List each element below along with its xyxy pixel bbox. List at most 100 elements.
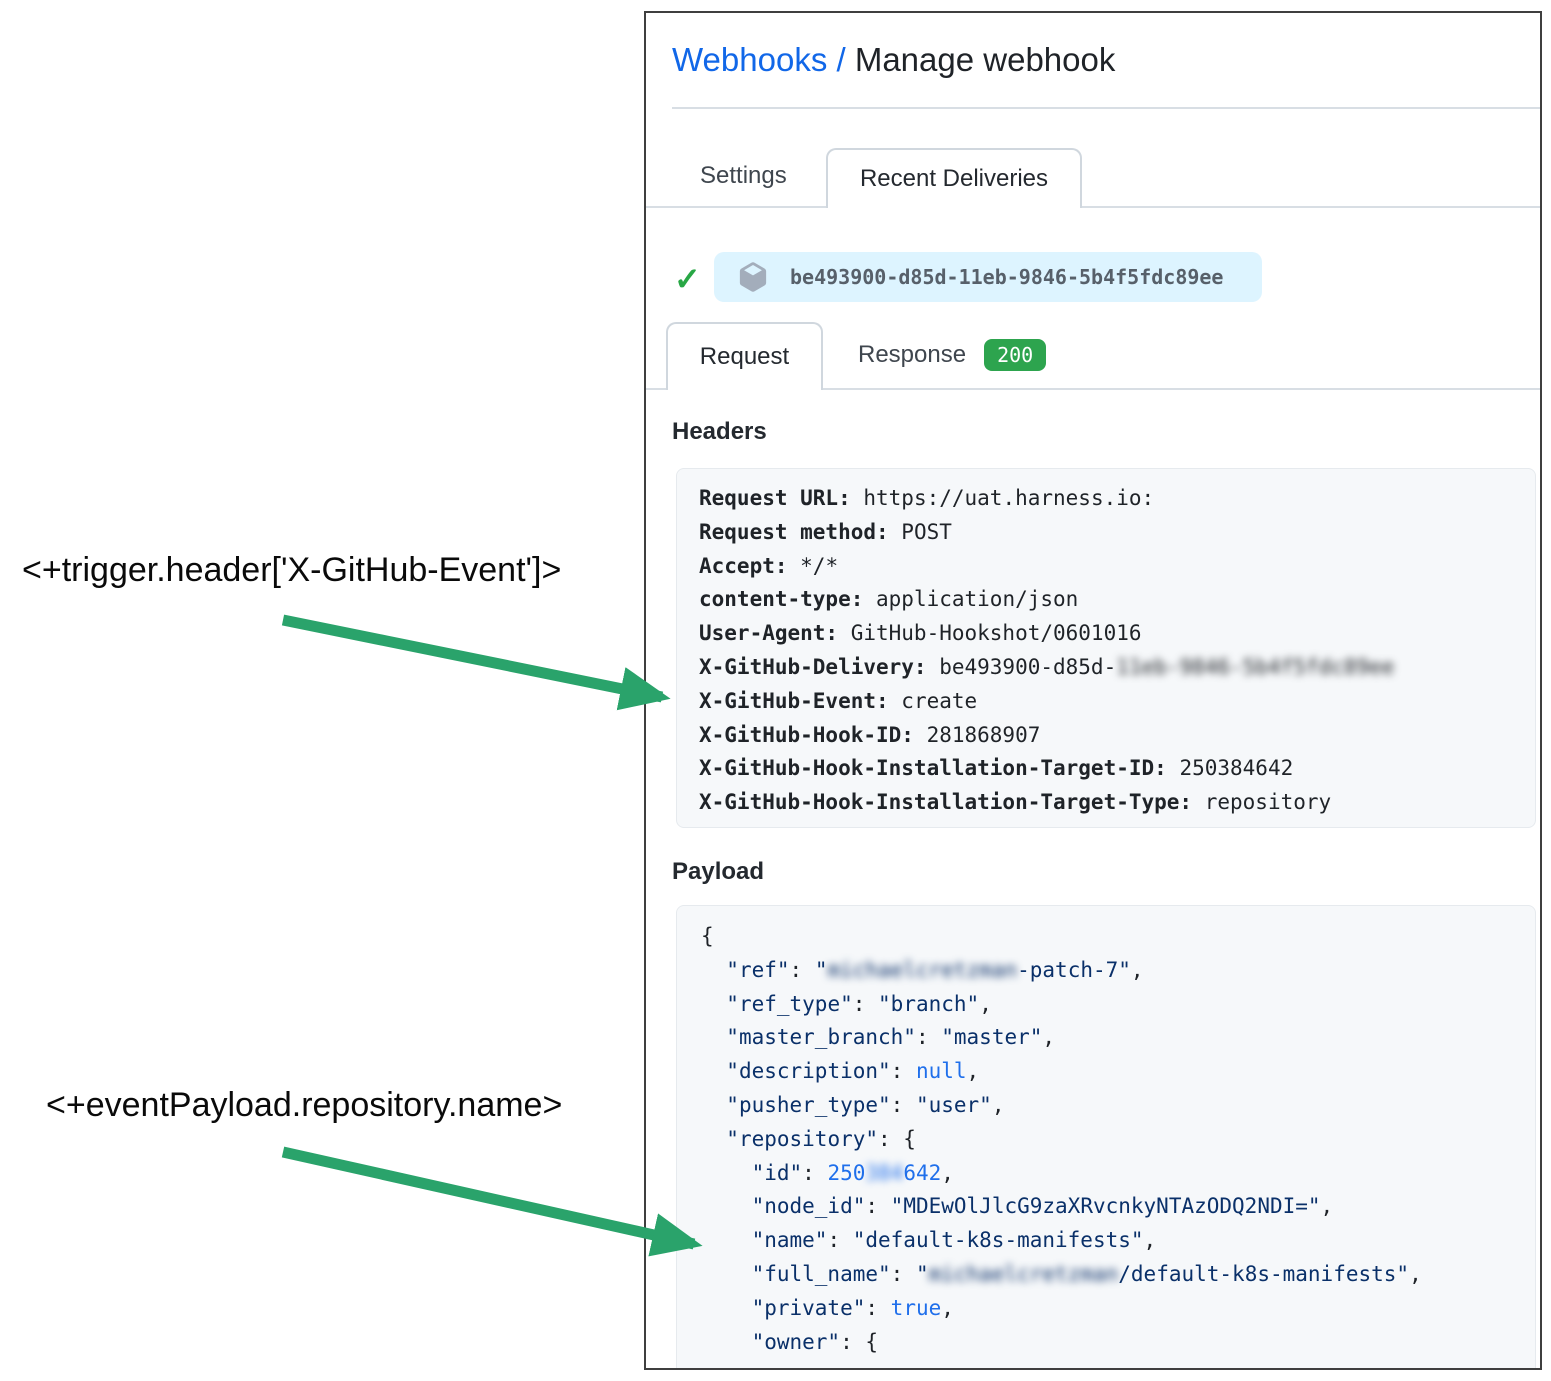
payload-token: , [1042, 1025, 1056, 1050]
header-name: Request URL: [699, 486, 864, 510]
delivery-item[interactable]: be493900-d85d-11eb-9846-5b4f5fdc89ee [714, 252, 1262, 302]
header-line: X-GitHub-Hook-ID: 281868907 [699, 719, 1525, 753]
payload-token: " [915, 1261, 929, 1286]
tab-response[interactable]: Response 200 [858, 322, 1047, 388]
annotation-trigger-header: <+trigger.header['X-GitHub-Event']> [22, 551, 562, 589]
payload-token: , [1143, 1228, 1157, 1253]
header-value: POST [901, 519, 952, 544]
payload-line: "name": "default-k8s-manifests", [701, 1224, 1525, 1258]
tab-recent-deliveries[interactable]: Recent Deliveries [826, 148, 1082, 208]
payload-token: /default-k8s-manifests" [1118, 1261, 1410, 1286]
payload-token [701, 1330, 752, 1354]
webhook-panel: Webhooks / Manage webhook Settings Recen… [644, 11, 1542, 1370]
payload-token [701, 1161, 752, 1185]
payload-line: "private": true, [701, 1292, 1525, 1326]
page-title: Webhooks / Manage webhook [672, 41, 1115, 79]
payload-token: : [827, 1228, 853, 1253]
header-line: Accept: */* [699, 550, 1525, 584]
header-value: repository [1204, 790, 1332, 815]
payload-box: { "ref": "michaelcretzman-patch-7", "ref… [676, 905, 1536, 1368]
payload-token: " [814, 957, 828, 982]
payload-token: "MDEwOlJlcG9zaXRvcnkyNTAzODQ2NDI=" [890, 1194, 1321, 1219]
header-name: X-GitHub-Hook-Installation-Target-ID: [699, 756, 1180, 781]
payload-token: { [701, 924, 714, 948]
payload-line: "node_id": "MDEwOlJlcG9zaXRvcnkyNTAzODQ2… [701, 1190, 1525, 1224]
payload-token: michaelcretzman [928, 1261, 1119, 1286]
payload-token [701, 1025, 726, 1049]
payload-token [701, 1228, 752, 1252]
payload-line: "id": 250384642, [701, 1157, 1525, 1191]
header-value: application/json [876, 587, 1079, 612]
payload-token: "branch" [878, 991, 980, 1016]
headers-section-title: Headers [672, 418, 767, 445]
payload-token: "name" [751, 1228, 828, 1253]
response-status-badge: 200 [984, 339, 1047, 371]
payload-token: : [915, 1025, 942, 1050]
payload-token: "description" [726, 1059, 891, 1084]
payload-token: "ref" [726, 957, 790, 982]
payload-token: 384 [865, 1160, 904, 1185]
breadcrumb-separator: / [827, 41, 855, 78]
headers-box: Request URL: https://uat.harness.io: Requ… [676, 468, 1536, 828]
payload-token: : [890, 1059, 916, 1084]
payload-token: : [890, 1261, 916, 1286]
payload-token [701, 1262, 752, 1286]
payload-line: "ref_type": "branch", [701, 988, 1525, 1022]
header-value: 281868907 [926, 722, 1041, 747]
webhook-tabnav: Settings Recent Deliveries [646, 148, 1540, 208]
payload-token: "full_name" [751, 1261, 891, 1286]
payload-line: "description": null, [701, 1055, 1525, 1089]
payload-token [701, 1296, 752, 1320]
payload-token: "node_id" [751, 1194, 866, 1219]
package-icon [738, 262, 768, 292]
payload-line: "repository": { [701, 1123, 1525, 1157]
payload-token: , [1320, 1194, 1334, 1219]
header-name: content-type: [699, 587, 877, 612]
payload-token [701, 992, 726, 1016]
payload-line: "master_branch": "master", [701, 1021, 1525, 1055]
payload-token: : [890, 1092, 916, 1117]
header-name: Accept: [699, 553, 801, 578]
payload-token: 642 [903, 1160, 942, 1185]
header-value: GitHub-Hookshot/0601016 [850, 621, 1142, 646]
breadcrumb-webhooks-link[interactable]: Webhooks [672, 41, 828, 78]
payload-token [701, 1059, 726, 1083]
payload-token: "master" [941, 1025, 1043, 1050]
header-value: https://uat.harness.io: [863, 486, 1155, 510]
payload-token: "private" [751, 1295, 866, 1320]
payload-token: -patch-7" [1017, 957, 1131, 982]
payload-token: , [1409, 1261, 1422, 1286]
annotation-event-payload: <+eventPayload.repository.name> [46, 1086, 563, 1124]
payload-line: "pusher_type": "user", [701, 1089, 1525, 1123]
payload-token: , [966, 1059, 980, 1084]
header-value: 250384642 [1179, 756, 1294, 781]
payload-section-title: Payload [672, 858, 765, 885]
payload-token: "owner" [751, 1329, 841, 1354]
payload-token: : [865, 1295, 891, 1320]
header-name: User-Agent: [699, 621, 851, 646]
payload-line: "ref": "michaelcretzman-patch-7", [701, 954, 1525, 988]
payload-token: : [789, 957, 815, 982]
payload-token [701, 1093, 726, 1117]
payload-token: "ref_type" [726, 991, 853, 1016]
header-name: X-GitHub-Delivery: [699, 654, 940, 679]
arrow-to-github-event [281, 614, 671, 711]
header-value: create [901, 688, 978, 713]
tab-request[interactable]: Request [666, 322, 823, 390]
header-line: Request method: POST [699, 516, 1525, 550]
tab-response-label: Response [858, 341, 967, 368]
header-value: */* [800, 553, 839, 578]
header-value-redacted: 11eb-9846-5b4f5fdc89ee [1116, 654, 1395, 679]
payload-token: , [941, 1160, 954, 1185]
payload-token: 250 [827, 1160, 866, 1185]
header-name: X-GitHub-Hook-ID: [699, 722, 927, 747]
payload-token: , [1130, 957, 1144, 982]
payload-token: , [941, 1295, 954, 1320]
payload-token: , [979, 991, 992, 1016]
header-line: X-GitHub-Hook-Installation-Target-ID: 25… [699, 752, 1525, 786]
tab-settings[interactable]: Settings [700, 162, 787, 189]
payload-token: true [890, 1295, 942, 1320]
header-line: X-GitHub-Delivery: be493900-d85d-11eb-98… [699, 651, 1525, 685]
header-line: X-GitHub-Hook-Installation-Target-Type: … [699, 786, 1525, 820]
page-title-text: Manage webhook [854, 41, 1116, 78]
